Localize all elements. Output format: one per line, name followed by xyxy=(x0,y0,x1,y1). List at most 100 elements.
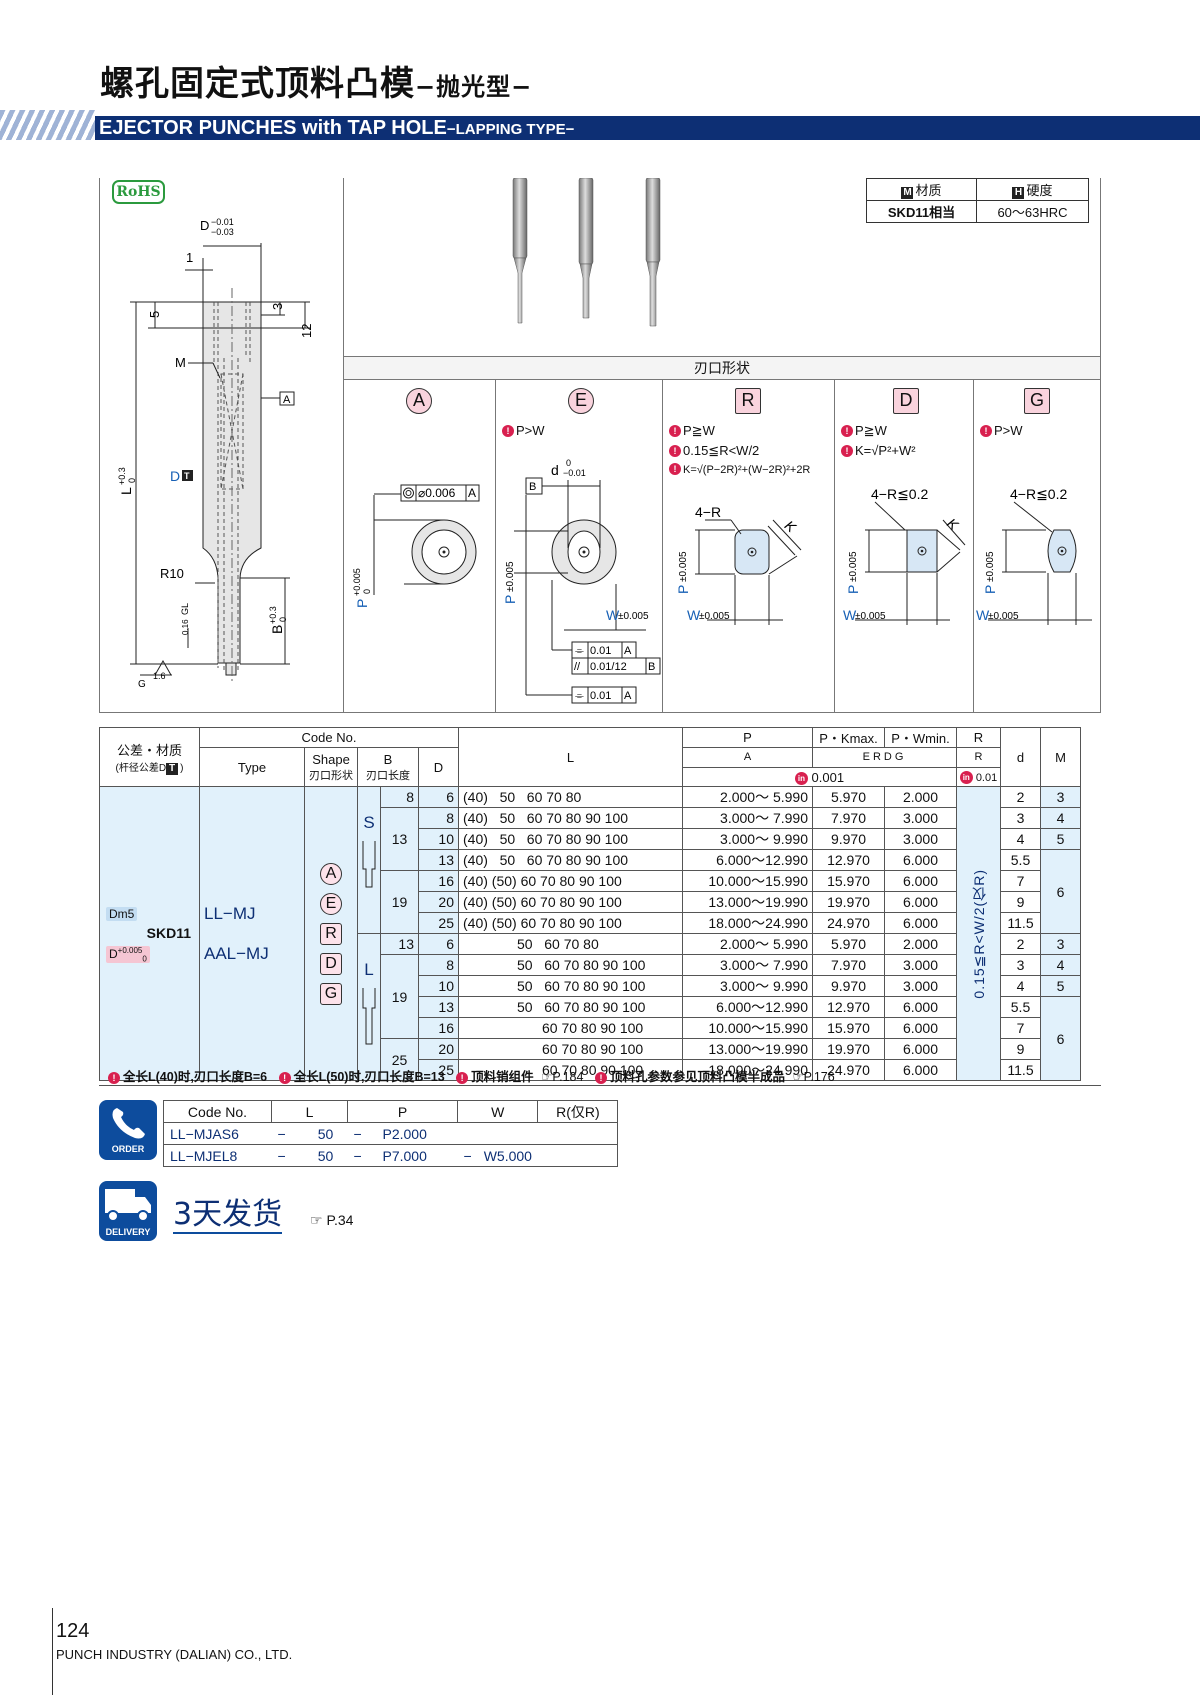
shape-square-g: G xyxy=(320,982,342,1005)
material-tag: M xyxy=(901,187,914,199)
shape-e-sym2-ref: A xyxy=(624,690,632,702)
row-4-pw: 6.000 xyxy=(884,870,957,893)
hdr-type: Type xyxy=(199,746,305,788)
punch-drawing-svg: D −0.01 −0.03 1 5 3 12 M A L +0.3 0 D T … xyxy=(117,217,314,690)
shape-r-note-3-text: K=√(P−2R)²+(W−2R)²+2R xyxy=(683,464,811,476)
r-range-text: 0.15≦R<W/2(仅R) xyxy=(970,869,987,999)
row-7-pk: 5.970 xyxy=(812,933,885,956)
row-6-p: 18.000〜24.990 xyxy=(682,912,813,935)
shape-columns: A ⌀0.006 A P +0.005 0 E !P>W xyxy=(344,380,1100,713)
shape-col-g: G !P>W 4−R≦0.2 W ±0.005 P ±0.005 xyxy=(974,380,1100,712)
row-10-m: 6 xyxy=(1040,996,1081,1082)
row-8-b: 19 xyxy=(380,954,419,1040)
order-hdr-r: R(仅R) xyxy=(537,1100,619,1123)
row-12-p: 13.000〜19.990 xyxy=(682,1038,813,1061)
shape-d-k: K xyxy=(944,515,962,534)
row-3-dsmall: 5.5 xyxy=(1000,849,1041,872)
row-1-p: 3.000〜 7.990 xyxy=(682,807,813,830)
shape-d-note-1-text: P≧W xyxy=(855,423,887,438)
row-12-b: 25 xyxy=(380,1038,419,1082)
shape-r-p-pm: ±0.005 xyxy=(678,551,689,582)
row-6-l: (40) (50) 60 70 80 90 100 xyxy=(458,912,683,935)
footnotes: !全长L(40)时,刃口长度B=6 !全长L(50)时,刃口长度B=13 !顶料… xyxy=(108,1066,835,1085)
delivery-ref[interactable]: ☞ P.34 xyxy=(310,1212,353,1229)
footnote-4-ref-icon: ☞ xyxy=(792,1070,804,1084)
order-row-2-sep2: − xyxy=(347,1144,377,1167)
shape-e-par: 0.01/12 xyxy=(590,661,627,673)
row-2-d: 10 xyxy=(418,828,459,851)
shape-square-d: D xyxy=(320,952,342,975)
row-0-p: 2.000〜 5.990 xyxy=(682,786,813,809)
row-10-dsmall: 5.5 xyxy=(1000,996,1041,1019)
hdr-tol-close: ) xyxy=(180,762,184,774)
shape-r-w-pm: ±0.005 xyxy=(699,611,730,622)
dim-one: 1 xyxy=(186,250,193,265)
row-0-dsmall: 2 xyxy=(1000,786,1041,809)
row-10-p: 6.000〜12.990 xyxy=(682,996,813,1019)
row-13-dsmall: 11.5 xyxy=(1000,1059,1041,1082)
r-range-cell: 0.15≦R<W/2(仅R) xyxy=(956,786,1001,1082)
rohs-badge: RoHS xyxy=(112,180,165,204)
dim-m: M xyxy=(175,355,186,370)
row-0-b: 8 xyxy=(380,786,419,809)
row-13-l: 60 70 80 90 100 xyxy=(458,1059,683,1082)
shape-header: 刃口形状 xyxy=(344,356,1100,380)
shape-g-note-1: !P>W xyxy=(980,423,1023,438)
figure-panel: RoHS xyxy=(99,178,1101,713)
order-row-1: LL−MJAS6 − 50 − P2.000 xyxy=(163,1122,619,1145)
hdr-m: M xyxy=(1040,726,1081,788)
shape-e-d-small-dn: −0.01 xyxy=(563,468,586,478)
row-8-dsmall: 3 xyxy=(1000,954,1041,977)
row-12-pw: 6.000 xyxy=(884,1038,957,1061)
hdr-unit-p-text: 0.001 xyxy=(811,769,845,785)
shape-letter-g: G xyxy=(1024,388,1050,414)
footnote-3-ref[interactable]: P.184 xyxy=(552,1070,584,1084)
delivery-ref-icon: ☞ xyxy=(310,1212,323,1228)
row-7-pw: 2.000 xyxy=(884,933,957,956)
row-4-l: (40) (50) 60 70 80 90 100 xyxy=(458,870,683,893)
dim-a-ref: A xyxy=(283,394,291,406)
order-table: Code No. L P W R(仅R) LL−MJAS6 − 50 − P2.… xyxy=(163,1100,619,1167)
row-13-p: 18.000〜24.990 xyxy=(682,1059,813,1082)
shape-e-sym1: 0.01 xyxy=(590,645,611,657)
order-row-1-l: 50 xyxy=(303,1122,348,1145)
shape-a-phi: ⌀0.006 xyxy=(418,486,456,500)
order-row-1-sep1: − xyxy=(271,1122,304,1145)
hardness-header: 硬度 xyxy=(1026,183,1053,198)
row-6-dsmall: 11.5 xyxy=(1000,912,1041,935)
hdr-d-small: d xyxy=(1000,726,1041,788)
row-2-pk: 9.970 xyxy=(812,828,885,851)
material-dm5: Dm5 xyxy=(106,906,138,921)
hdr-shape-text: Shape xyxy=(312,751,350,767)
row-7-l: 50 60 70 80 xyxy=(458,933,683,956)
shape-e-p-label: P xyxy=(502,595,518,604)
row-10-pk: 12.970 xyxy=(812,996,885,1019)
hdr-tol-sub-text: (杆径公差D xyxy=(115,762,167,774)
shape-s-label: S xyxy=(363,813,375,833)
row-3-d: 13 xyxy=(418,849,459,872)
row-13-d: 25 xyxy=(418,1059,459,1082)
shape-d-p-pm: ±0.005 xyxy=(848,551,859,582)
dim-d-tol-dn: −0.03 xyxy=(211,227,234,237)
hdr-pkw-sub: ERDG xyxy=(812,747,957,768)
shape-e-note-1: !P>W xyxy=(502,423,545,438)
footnote-2: 全长L(50)时,刃口长度B=13 xyxy=(293,1070,445,1084)
footnote-4-ref[interactable]: P.176 xyxy=(803,1070,835,1084)
shape-s-block: S xyxy=(357,786,381,935)
row-9-m: 5 xyxy=(1040,975,1081,998)
shape-col-d: D !P≧W !K=√P²+W² 4−R≦0.2 K W ±0.005 P ±0… xyxy=(835,380,974,712)
order-row-2-r xyxy=(537,1144,619,1167)
shape-a-svg: ⌀0.006 A P +0.005 0 xyxy=(352,484,480,608)
dim-b-tol: +0.3 xyxy=(268,606,278,624)
shape-l-block: L xyxy=(357,933,381,1082)
shape-letter-d: D xyxy=(893,388,919,414)
row-2-p: 3.000〜 9.990 xyxy=(682,828,813,851)
hdr-unit-p: in 0.001 xyxy=(682,766,957,788)
row-7-p: 2.000〜 5.990 xyxy=(682,933,813,956)
title-bar: EJECTOR PUNCHES with TAP HOLE−LAPPING TY… xyxy=(95,116,1200,140)
shape-r-note-2: !0.15≦R<W/2 xyxy=(669,443,759,459)
